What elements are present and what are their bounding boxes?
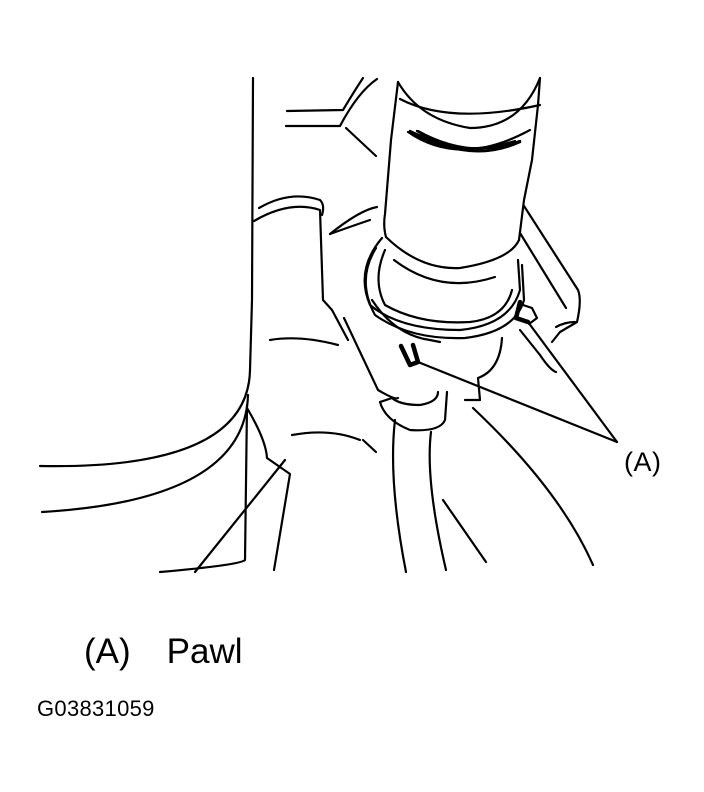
callout-leaders — [416, 320, 619, 444]
legend: (A) Pawl — [84, 631, 243, 673]
left-tab — [252, 195, 400, 442]
callout-label-a: (A) — [624, 447, 662, 477]
pawl-diagram — [38, 76, 619, 574]
housing-left-body — [38, 76, 292, 574]
right-bracket — [518, 204, 581, 344]
connector-collar — [363, 236, 558, 402]
hose — [361, 390, 595, 574]
tube — [383, 76, 542, 285]
left-pawl — [398, 342, 421, 368]
right-pawl — [513, 299, 539, 326]
upper-bracket — [284, 76, 379, 158]
legend-key: (A) — [84, 632, 131, 671]
diagram-drawing — [38, 76, 619, 574]
figure-id: G03831059 — [37, 696, 155, 721]
legend-description: Pawl — [166, 632, 243, 671]
